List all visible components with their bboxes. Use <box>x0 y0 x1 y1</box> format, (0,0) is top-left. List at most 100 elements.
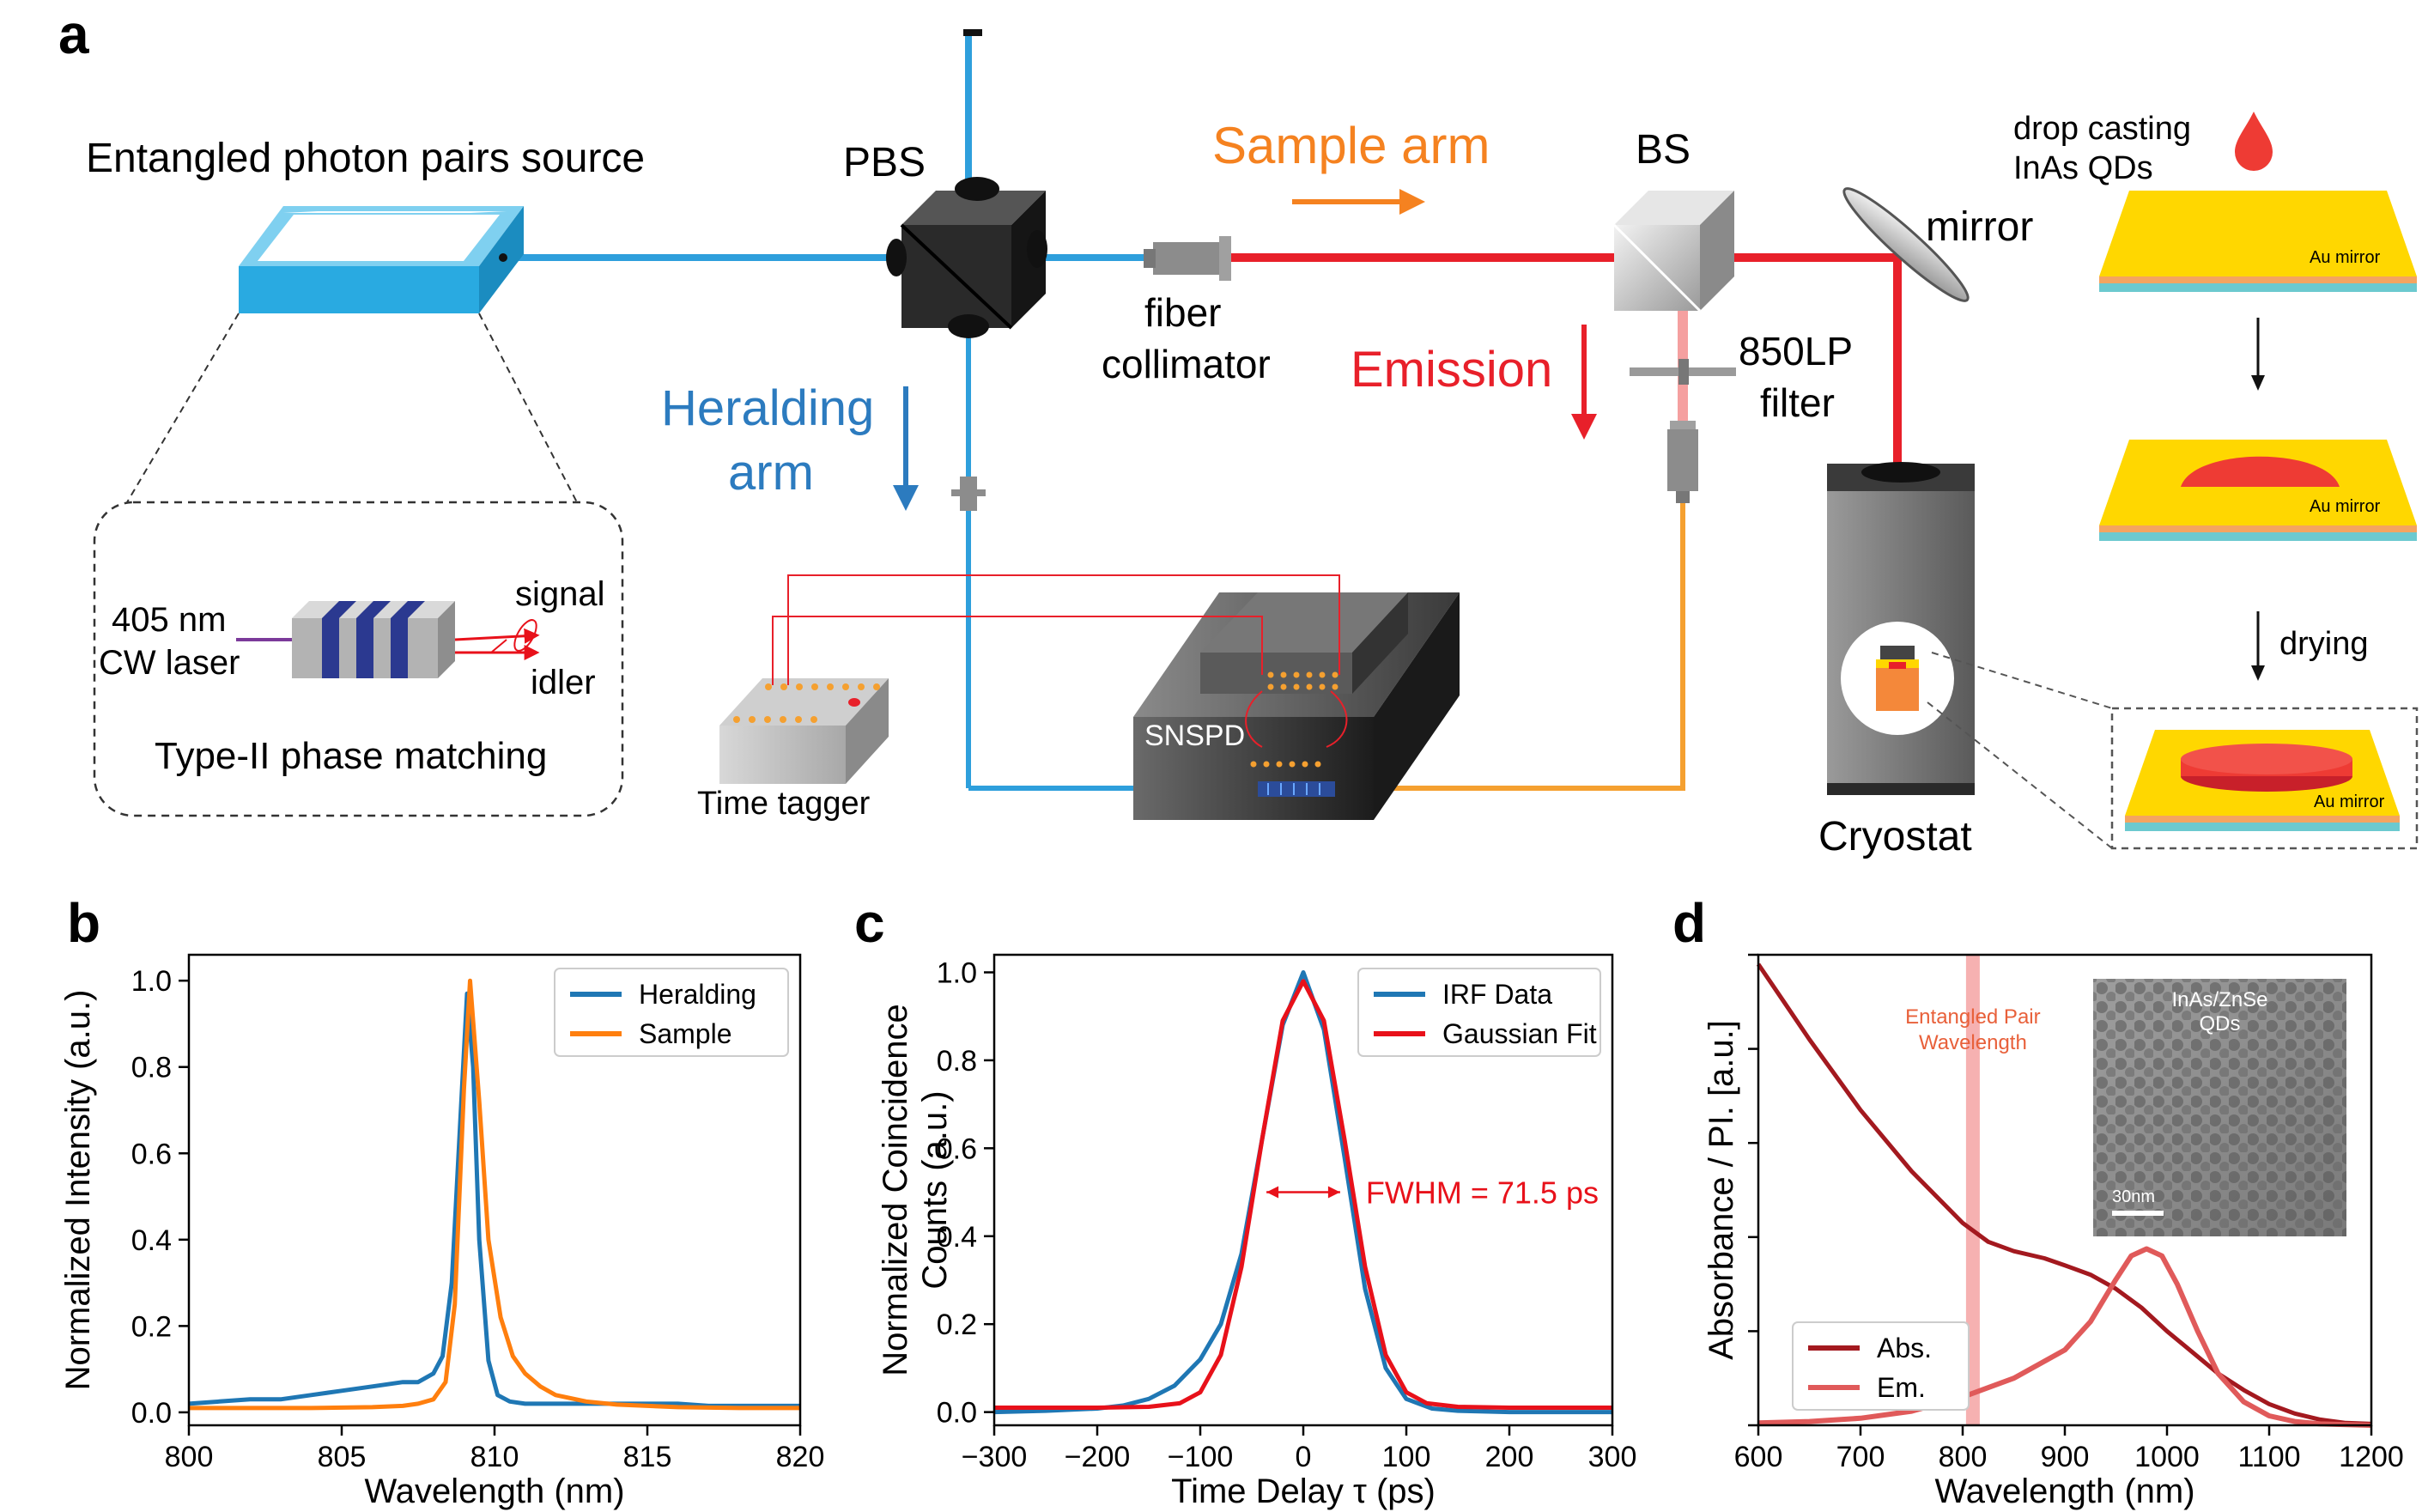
y-tick-label: 0.4 <box>937 1221 977 1254</box>
filter-label-line1: 850LP <box>1739 329 1853 373</box>
panel-label-c: c <box>854 892 885 954</box>
y-axis-label-line2: Counts (a.u.) <box>916 1090 954 1289</box>
signal-beam <box>454 628 540 644</box>
series-line-sample <box>189 978 800 1411</box>
fwhm-arrow-head-right <box>1327 1186 1340 1199</box>
panel-label-a: a <box>58 3 89 65</box>
sample-arm-arrow <box>1292 189 1425 215</box>
substrate-2: Au mirror <box>2099 440 2417 541</box>
series-line-heralding <box>188 991 800 1408</box>
y-tick-label: 0.0 <box>937 1397 977 1430</box>
source-label: Entangled photon pairs source <box>86 136 645 181</box>
sample-fiber <box>1335 498 1685 791</box>
legend-label: Gaussian Fit <box>1442 1018 1597 1049</box>
time-tagger-label: Time tagger <box>697 786 871 822</box>
legend-label: Em. <box>1877 1372 1926 1403</box>
heralding-fiber-connector <box>951 477 986 511</box>
laser-label-line2: CW laser <box>99 644 240 682</box>
y-axis-label: Absorbance / PI. [a.u.] <box>1703 1020 1740 1360</box>
x-tick-label: −300 <box>962 1441 1028 1473</box>
drop-casting-line2: InAs QDs <box>2013 150 2153 186</box>
au-mirror-label-1: Au mirror <box>2310 248 2381 267</box>
sample-arm-label: Sample arm <box>1212 117 1490 174</box>
snspd-label: SNSPD <box>1144 720 1245 752</box>
x-axis-label: Time Delay τ (ps) <box>1171 1473 1436 1510</box>
x-tick-label: 800 <box>1939 1441 1988 1473</box>
inset-label-line1: InAs/ZnSe <box>2171 988 2267 1011</box>
phase-matching-inset: 405 nm CW laser signal idler Type-II pha… <box>93 501 624 817</box>
entangled-pair-band <box>1965 955 1980 1425</box>
mirror <box>1842 187 1970 302</box>
x-tick-label: 1100 <box>2237 1441 2300 1473</box>
cryostat-zoom-line-top <box>1931 652 2113 709</box>
y-axis-label-line1: Normalized Coincidence <box>877 1004 914 1376</box>
heralding-arm-line1: Heralding <box>661 380 874 436</box>
substrate-1: Au mirror <box>2099 191 2417 292</box>
qd-droplet <box>2181 456 2340 487</box>
detection-collimator <box>1667 421 1698 503</box>
series-line-abs <box>1756 962 2372 1426</box>
series-line-gaussian-fit <box>994 979 1612 1410</box>
y-tick-label: 1.0 <box>937 956 977 989</box>
cryostat <box>1827 462 1975 795</box>
mirror-label: mirror <box>1926 204 2033 250</box>
x-tick-label: 700 <box>1836 1441 1885 1473</box>
x-tick-label: −100 <box>1168 1441 1234 1473</box>
tem-inset-particles <box>2093 979 2346 1236</box>
x-tick-label: 1000 <box>2134 1441 2200 1473</box>
x-tick-label: 0 <box>1296 1441 1312 1473</box>
fwhm-arrow-head-left <box>1266 1186 1279 1199</box>
x-tick-label: 900 <box>2041 1441 2090 1473</box>
x-tick-label: −200 <box>1065 1441 1131 1473</box>
y-tick-label: 0.6 <box>131 1138 172 1170</box>
y-tick-label: 0.2 <box>131 1310 172 1343</box>
chart-d: Entangled PairWavelengthInAs/ZnSeQDs30nm… <box>1703 953 2404 1510</box>
polarization-loop <box>513 619 537 652</box>
pbs-cube <box>886 177 1047 338</box>
inset-label-line2: QDs <box>2200 1012 2241 1035</box>
panel-label-b: b <box>67 892 100 954</box>
entangled-source-box <box>239 206 524 313</box>
panel-label-d: d <box>1672 892 1706 954</box>
legend-label: Abs. <box>1877 1333 1932 1363</box>
signal-cables <box>772 574 1340 685</box>
emission-label: Emission <box>1351 342 1552 398</box>
fiber-collimator-line1: fiber <box>1144 290 1221 335</box>
y-tick-label: 0.8 <box>131 1052 172 1084</box>
x-tick-label: 815 <box>623 1441 672 1473</box>
panel-d-chart: d Entangled PairWavelengthInAs/ZnSeQDs30… <box>1672 892 2404 1510</box>
x-tick-label: 200 <box>1485 1441 1534 1473</box>
band-label-line2: Wavelength <box>1919 1031 2027 1054</box>
x-tick-label: 600 <box>1734 1441 1783 1473</box>
idler-label: idler <box>531 664 596 701</box>
x-tick-label: 800 <box>165 1441 214 1473</box>
snspd-internal-cable-right <box>1326 690 1348 748</box>
emission-arrow <box>1571 325 1597 440</box>
drying-label: drying <box>2279 626 2369 662</box>
x-tick-label: 1200 <box>2339 1441 2404 1473</box>
bs-label: BS <box>1636 127 1691 173</box>
cryostat-label: Cryostat <box>1818 814 1972 859</box>
y-tick-label: 0.8 <box>937 1045 977 1078</box>
sample-prep: drop casting InAs QDs Au mirror Au mirro… <box>1927 111 2419 850</box>
legend-label: Heralding <box>639 979 756 1010</box>
y-tick-label: 0.2 <box>937 1309 977 1341</box>
phase-matching-label: Type-II phase matching <box>155 735 547 777</box>
snspd-fiber-port <box>1258 781 1335 797</box>
fiber-collimator-line2: collimator <box>1102 342 1271 386</box>
droplet-icon <box>2235 112 2273 171</box>
crystal <box>292 601 455 678</box>
y-tick-label: 0.4 <box>131 1224 172 1257</box>
legend-label: Sample <box>639 1018 732 1049</box>
fwhm-annotation: FWHM = 71.5 ps <box>1366 1175 1599 1211</box>
polarization-tick <box>490 639 507 653</box>
legend-label: IRF Data <box>1442 979 1552 1010</box>
y-tick-label: 0.6 <box>937 1132 977 1165</box>
time-tagger <box>719 678 889 784</box>
substrate-3: Au mirror <box>2125 730 2400 831</box>
x-tick-label: 300 <box>1588 1441 1637 1473</box>
